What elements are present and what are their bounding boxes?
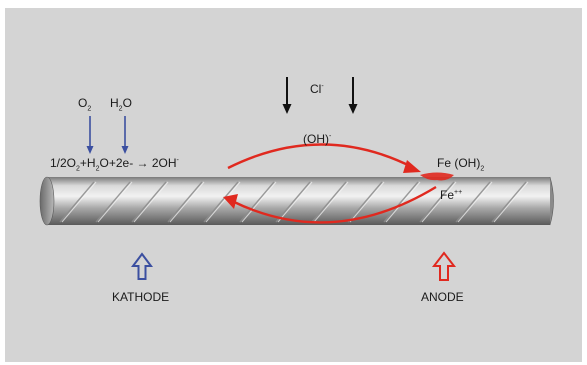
water-label: H2O <box>110 96 132 113</box>
cathode-reaction-label: 1/2O2+H2O+2e- → 2OH- <box>50 156 179 173</box>
down-arrow-icon <box>348 104 358 114</box>
oxygen-label: O2 <box>78 96 92 113</box>
rebar-body <box>47 177 550 225</box>
kathode-label: KATHODE <box>112 290 170 304</box>
down-arrow-icon <box>121 146 129 154</box>
rebar-left-end <box>39 176 55 226</box>
down-arrow-icon <box>86 146 94 154</box>
iron-ion-label: Fe++ <box>440 188 463 202</box>
down-arrow-icon <box>282 104 292 114</box>
hydroxide-flow-arrow <box>227 143 421 173</box>
iron-hydroxide-label: Fe (OH)2 <box>437 156 485 173</box>
arrowhead-icon <box>403 160 421 173</box>
corrosion-spot <box>420 172 454 181</box>
cathode-up-arrow-icon <box>131 252 153 280</box>
electron-flow-arrow <box>223 185 437 224</box>
reactant-arrows <box>86 116 129 154</box>
arrowhead-icon <box>223 194 238 209</box>
rebar <box>39 176 554 226</box>
anode-label: ANODE <box>421 290 464 304</box>
rebar-right-end <box>549 176 554 226</box>
rebar-ribs <box>59 181 527 223</box>
chloride-arrows <box>282 77 358 114</box>
hydroxide-label: (OH)- <box>303 132 332 146</box>
chloride-label: Cl- <box>310 82 324 96</box>
anode-up-arrow-icon <box>431 251 457 281</box>
